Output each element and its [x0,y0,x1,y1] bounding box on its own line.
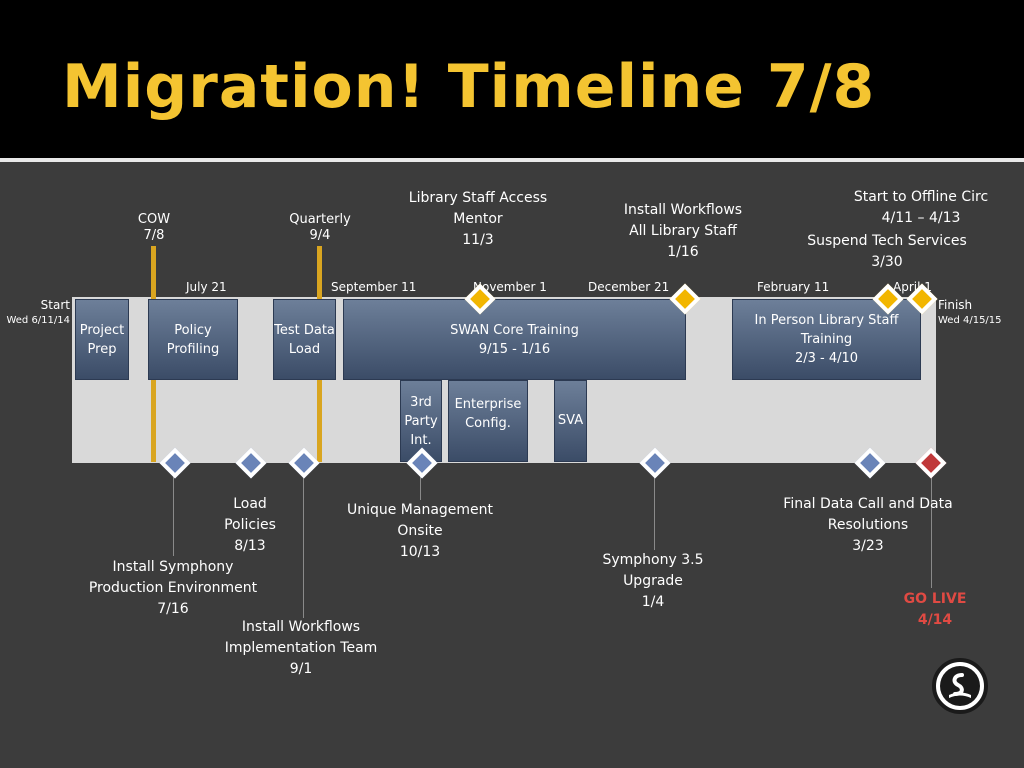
label-unique-management: Unique Management Onsite 10/13 [336,500,504,563]
label-offline-circ: Start to Offline Circ 4/11 – 4/13 [846,187,996,229]
tick-february: February 11 [757,280,830,294]
label-line: Install Symphony [112,559,234,575]
label-line: 11/3 [462,232,494,248]
connector-install-workflows-impl [303,470,304,618]
swan-logo-icon [932,658,988,714]
label-quarterly: Quarterly 9/4 [280,212,360,244]
label-install-symphony: Install Symphony Production Environment … [78,557,268,620]
label-line: Unique Management [346,502,494,518]
bar-line: Load [288,341,321,357]
label-install-workflows-impl: Install Workflows Implementation Team 9/… [218,617,384,680]
bar-line: 3rd [410,394,432,410]
logo-inner [940,666,980,706]
label-final-data-call: Final Data Call and Data Resolutions 3/2… [770,494,966,557]
finish-label: Finish Wed 4/15/15 [938,297,1002,329]
bar-line: Int. [410,432,432,448]
header-band [0,0,1024,158]
bar-line: Project [79,322,125,338]
bar-line: 9/15 - 1/16 [478,341,551,357]
header-rule [0,158,1024,162]
label-staff-access: Library Staff Access Mentor 11/3 [398,188,558,251]
tick-july: July 21 [186,280,227,294]
bar-line: SWAN Core Training [450,322,579,338]
label-line: Quarterly [289,212,351,227]
label-line: Start to Offline Circ [853,189,989,205]
label-line: Symphony 3.5 [602,552,704,568]
label-load-policies: Load Policies 8/13 [210,494,290,557]
label-line: 9/4 [309,228,331,243]
label-line: Install Workflows [623,202,743,218]
label-line: Library Staff Access [408,190,548,206]
label-line: Mentor [453,211,503,227]
label-suspend-tech: Suspend Tech Services 3/30 [800,231,974,273]
slide-title: Migration! Timeline 7/8 [62,52,876,122]
label-line: 10/13 [399,544,441,560]
bar-line: Party [404,413,438,429]
label-line: 3/30 [871,254,903,270]
bar-line: 2/3 - 4/10 [794,351,859,366]
start-text: Start [40,298,70,312]
label-line: 7/16 [157,601,189,617]
bar-line: Enterprise [454,397,522,412]
label-line: 7/8 [143,228,165,243]
connector-go-live [931,470,932,588]
label-line: 8/13 [234,538,266,554]
label-line: Load [233,496,267,512]
logo-mark [949,673,971,698]
start-date: Wed 6/11/14 [6,315,70,326]
label-install-workflows-all: Install Workflows All Library Staff 1/16 [603,200,763,263]
bar-line: SVA [557,412,584,428]
label-line: 3/23 [852,538,884,554]
label-line: Install Workflows [241,619,361,635]
bar-line: Test Data [274,322,335,338]
label-line: COW [137,212,171,227]
tick-december: December 21 [588,280,670,294]
label-line: 1/16 [667,244,699,260]
bar-line: Profiling [166,341,220,357]
label-go-live: GO LIVE 4/14 [895,589,975,631]
label-cow: COW 7/8 [124,212,184,244]
finish-date: Wed 4/15/15 [938,315,1002,326]
connector-symphony-upgrade [654,470,655,550]
label-line: 9/1 [289,661,313,677]
label-line: 1/4 [641,594,665,610]
bar-line: Prep [87,341,117,357]
label-line: Upgrade [623,573,683,589]
label-line: Resolutions [827,517,909,533]
label-symphony-upgrade: Symphony 3.5 Upgrade 1/4 [590,550,716,613]
bar-line: Config. [465,416,511,431]
connector-unique-management [420,470,421,500]
label-line: Policies [224,517,276,533]
label-line: Production Environment [88,580,258,596]
label-line: Onsite [397,523,443,539]
label-line: Implementation Team [224,640,378,656]
bar-swan-core-training: SWAN Core Training 9/15 - 1/16 [343,299,686,380]
label-line: 4/14 [917,612,953,628]
connector-install-symphony [173,470,174,556]
label-line: All Library Staff [629,223,737,239]
bar-line: In Person Library Staff [754,313,899,328]
tick-september: September 11 [331,280,417,294]
label-line: 4/11 – 4/13 [881,210,961,226]
label-line: GO LIVE [903,591,967,607]
start-label: Start Wed 6/11/14 [0,297,70,329]
label-line: Final Data Call and Data [783,496,953,512]
tick-november: November 1 [473,280,547,294]
bar-line: Training [800,332,853,347]
bar-sva: SVA [554,380,587,462]
bar-line: Policy [174,322,212,338]
label-line: Suspend Tech Services [807,233,967,249]
finish-text: Finish [938,298,973,312]
